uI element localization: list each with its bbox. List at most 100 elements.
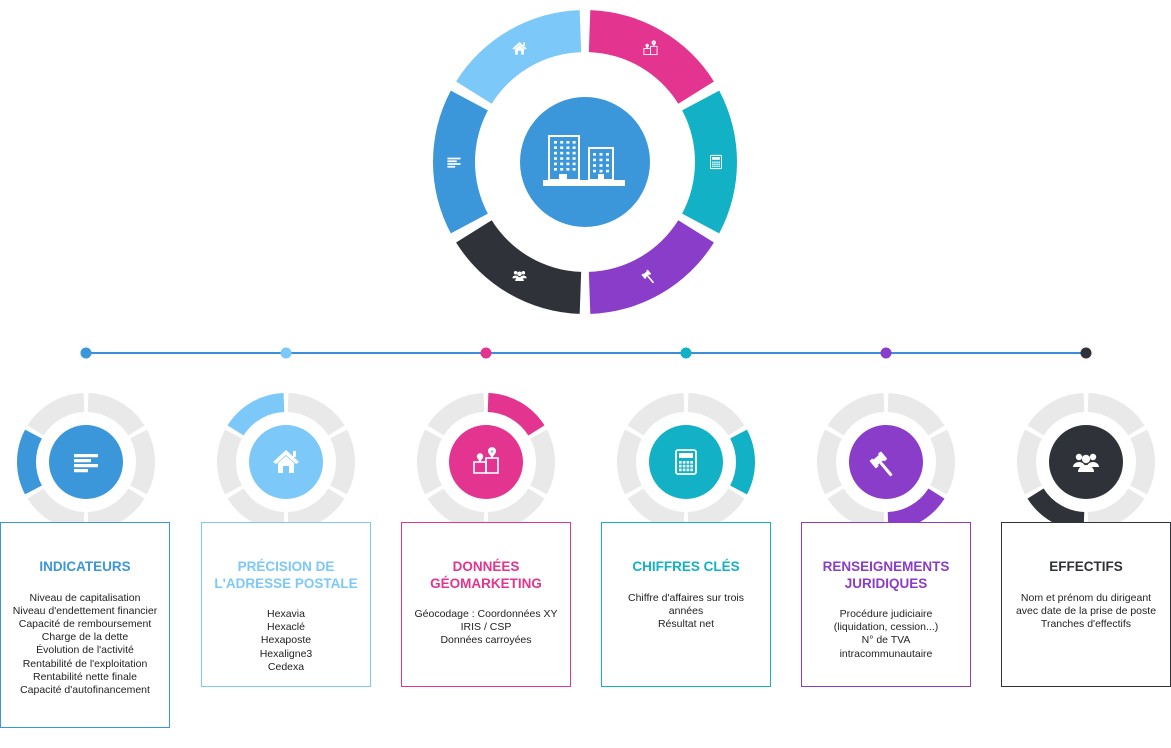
calculator-icon (710, 154, 722, 170)
card-item: Chiffre d'affaires sur trois (628, 591, 744, 604)
highlight-segment-juridiques (887, 488, 945, 531)
wheel-segment-geomarketing (588, 10, 714, 104)
highlight-segment-chiffres (730, 429, 755, 495)
card-wheel-chiffres (617, 393, 755, 531)
map-pin-boxes-icon (643, 40, 658, 56)
card-item: Hexaclé (267, 621, 305, 634)
wheel-segment-adresse (456, 10, 582, 104)
card-title: RENSEIGNEMENTS JURIDIQUES (822, 559, 950, 591)
card-item: intracommunautaire (839, 647, 933, 660)
timeline-dot-1 (80, 347, 92, 359)
card-item: Hexaposte (260, 634, 312, 647)
gavel-icon (869, 451, 893, 477)
track-segment (330, 429, 355, 495)
track-segment (1017, 429, 1042, 495)
team-icon (1073, 453, 1099, 472)
track-segment (827, 488, 885, 531)
card-item: années (668, 604, 704, 617)
list-bars-icon (74, 454, 98, 473)
highlight-segment-indicateurs (17, 429, 42, 495)
card-item: Capacité d'autofinancement (20, 683, 150, 696)
card-juridiques: RENSEIGNEMENTS JURIDIQUES Procédure judic… (801, 522, 971, 687)
track-segment (1087, 488, 1145, 531)
track-segment (417, 429, 442, 495)
card-icon-circle-chiffres (649, 425, 723, 499)
track-segment (627, 393, 685, 436)
track-segment (87, 488, 145, 531)
track-segment (1087, 393, 1145, 436)
track-segment (817, 429, 842, 495)
card-item: Données carroyées (440, 634, 532, 647)
calculator-icon (675, 449, 697, 475)
track-segment (427, 488, 485, 531)
card-wheel-geomarketing (417, 393, 555, 531)
card-title: CHIFFRES CLÉS (632, 559, 740, 574)
track-segment (27, 393, 85, 436)
card-item: Procédure judiciaire (839, 608, 933, 620)
wheel-segment-chiffres (682, 90, 737, 234)
timeline-dot-2 (280, 347, 292, 359)
card-item: Hexavia (267, 608, 305, 620)
timeline-dot-5 (880, 347, 892, 359)
timeline-dot-3 (480, 347, 492, 359)
timeline-dot-6 (1080, 347, 1092, 359)
highlight-segment-effectifs (1027, 488, 1085, 531)
track-segment (687, 488, 745, 531)
wheel-segment-indicateurs (433, 90, 488, 234)
gavel-icon (641, 269, 654, 284)
card-item: N° de TVA (861, 634, 911, 647)
card-item: Hexaligne3 (259, 647, 313, 660)
card-title: INDICATEURS (39, 559, 131, 574)
wheel-segment-juridiques (588, 220, 714, 314)
card-item: Niveau d'endettement financier (12, 604, 158, 617)
track-segment (87, 393, 145, 436)
track-segment (827, 393, 885, 436)
highlight-segment-adresse (227, 393, 285, 436)
center-circle (520, 97, 650, 227)
card-wheel-indicateurs (17, 393, 155, 531)
card-item: Évolution de l'activité (36, 644, 134, 657)
card-wheel-adresse (217, 393, 355, 531)
card-title: EFFECTIFS (1049, 559, 1123, 574)
card-icon-circle-adresse (249, 425, 323, 499)
track-segment (627, 488, 685, 531)
card-item: (liquidation, cession...) (833, 621, 939, 634)
track-segment (487, 488, 545, 531)
track-segment (217, 429, 242, 495)
map-pin-boxes-icon (473, 447, 499, 474)
track-segment (530, 429, 555, 495)
list-bars-icon (447, 157, 461, 168)
track-segment (287, 488, 345, 531)
card-items: Procédure judiciaire(liquidation, cessio… (802, 608, 970, 661)
track-segment (617, 429, 642, 495)
highlight-segment-geomarketing (487, 393, 545, 436)
house-icon (512, 41, 527, 55)
track-segment (130, 429, 155, 495)
card-wheel-juridiques (817, 393, 955, 531)
team-icon (512, 270, 527, 281)
track-segment (1027, 393, 1085, 436)
card-title: DONNÉES GÉOMARKETING (430, 559, 542, 591)
track-segment (887, 393, 945, 436)
track-segment (27, 488, 85, 531)
card-chiffres: CHIFFRES CLÉS Chiffre d'affaires sur troi… (601, 522, 771, 687)
track-segment (687, 393, 745, 436)
card-item: Tranches d'effectifs (1040, 617, 1132, 630)
track-segment (427, 393, 485, 436)
house-icon (273, 450, 299, 473)
track-segment (227, 488, 285, 531)
track-segment (1130, 429, 1155, 495)
card-item: Cedexa (267, 660, 305, 673)
card-item: Capacité de remboursement (18, 617, 152, 630)
card-item: Nom et prénom du dirigeant (1020, 591, 1152, 604)
card-title: PRÉCISION DE L'ADRESSE POSTALE (214, 559, 358, 591)
office-buildings-icon (543, 135, 625, 186)
card-item: avec date de la prise de poste (1015, 604, 1157, 617)
card-icon-circle-juridiques (849, 425, 923, 499)
card-item: Niveau de capitalisation (29, 591, 141, 604)
